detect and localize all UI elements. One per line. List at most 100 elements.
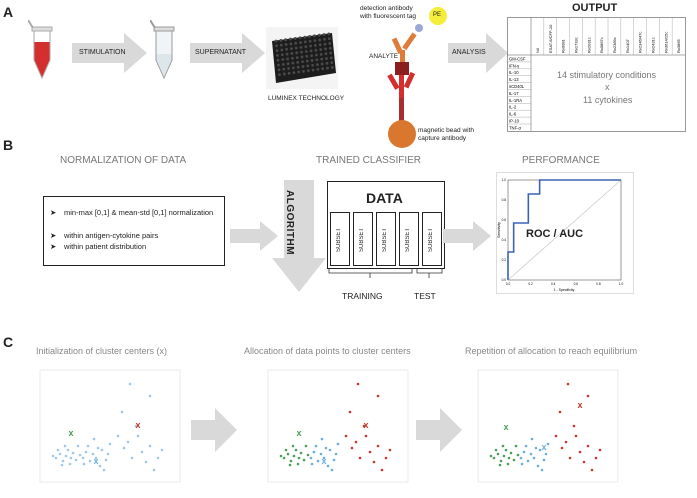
plate-well — [282, 67, 286, 71]
roc-x-tick: 0.4 — [551, 282, 556, 286]
plate-well — [308, 39, 312, 43]
data-point — [92, 437, 96, 441]
bead-label-2: capture antibody — [418, 135, 467, 142]
data-point-green — [282, 456, 286, 460]
data-point-red — [362, 424, 366, 428]
data-point-blue — [334, 452, 338, 456]
data-point-green — [498, 463, 502, 467]
data-point-green — [489, 454, 493, 458]
data-point-green — [284, 448, 288, 452]
roc-x-tick: 0.8 — [596, 282, 601, 286]
data-point-blue — [546, 442, 550, 446]
output-column-header: Rv0867c — [599, 37, 604, 53]
output-row-header: IP-10 — [509, 119, 520, 124]
subset-box: SUBSET — [330, 212, 350, 266]
plate-well — [325, 61, 329, 65]
data-point-green — [506, 462, 510, 466]
subset-label: SUBSET — [428, 228, 434, 253]
data-point — [64, 454, 68, 458]
data-point-green — [509, 451, 513, 455]
data-point-red — [568, 456, 572, 460]
data-point — [156, 456, 160, 460]
data-point-red — [566, 382, 570, 386]
plate-well — [330, 66, 334, 69]
plate-well — [286, 57, 289, 61]
cluster-center-green: x — [503, 422, 508, 432]
plate-well — [308, 35, 311, 38]
data-point-red — [376, 444, 380, 448]
subset-label: SUBSET — [359, 228, 365, 253]
roc-chart: 0.00.00.20.20.40.40.60.60.80.81.01.0 1 -… — [496, 172, 634, 294]
data-point-blue — [320, 437, 324, 441]
data-point — [66, 448, 70, 452]
data-point — [61, 459, 65, 463]
plate-well — [292, 66, 295, 70]
data-point-green — [502, 454, 506, 458]
data-point — [86, 444, 90, 448]
cluster-center-green: x — [296, 428, 301, 438]
data-point-blue — [540, 468, 544, 472]
algorithm-label: ALGORITHM — [284, 190, 295, 256]
plate-well — [295, 51, 299, 55]
plate-well — [328, 46, 332, 50]
data-point-blue — [310, 462, 314, 466]
data-point-green — [292, 454, 296, 458]
plate-well — [299, 45, 303, 49]
subset-label: SUBSET — [405, 228, 411, 253]
data-point — [96, 446, 100, 450]
plate-well — [297, 70, 301, 74]
data-point — [134, 424, 138, 428]
data-point — [144, 460, 148, 464]
arrow-stimulation — [72, 33, 147, 73]
subset-box: SUBSET — [422, 212, 442, 266]
plate-well — [328, 42, 332, 45]
plate-well — [275, 44, 278, 48]
tube-clear-icon — [150, 20, 175, 80]
training-bracket — [328, 268, 443, 278]
plate-well — [281, 62, 285, 66]
plate-well — [290, 47, 293, 51]
data-point-green — [299, 451, 303, 455]
subset-label: SUBSET — [336, 228, 342, 253]
data-point-blue — [312, 450, 316, 454]
data-point — [160, 448, 164, 452]
bullet-3-text: within patient distribution — [64, 242, 147, 251]
step-label-stimulation: STIMULATION — [79, 49, 126, 56]
roc-ylabel: Sensitivity — [497, 222, 501, 238]
plate-well — [296, 61, 300, 64]
roc-diagonal — [507, 179, 622, 281]
data-point-green — [494, 448, 498, 452]
plate-well — [301, 65, 305, 68]
arrow-performance — [443, 221, 491, 251]
output-column-header: ESAT-6/CFP-10 — [548, 24, 553, 53]
roc-y-tick: 0.4 — [502, 238, 507, 242]
roc-x-tick: 1.0 — [619, 282, 624, 286]
plate-well — [294, 46, 298, 50]
data-point — [74, 458, 78, 462]
data-point-blue — [520, 462, 524, 466]
output-note-2: x — [605, 82, 610, 92]
data-point-red — [380, 468, 384, 472]
roc-x-tick: 0.2 — [528, 282, 533, 286]
data-point-green — [496, 452, 500, 456]
data-point-red — [590, 468, 594, 472]
data-point-green — [507, 456, 511, 460]
data-point — [91, 452, 95, 456]
data-point — [100, 448, 104, 452]
data-point-red — [586, 444, 590, 448]
plate-well — [276, 54, 279, 57]
data-point-green — [289, 459, 293, 463]
arrow-cluster-2 — [416, 408, 462, 452]
cluster-center-red: x — [135, 420, 140, 430]
plate-well — [280, 48, 284, 52]
plate-well — [309, 44, 312, 48]
output-note-3: 11 cytokines — [583, 95, 633, 105]
plate-well — [289, 37, 292, 41]
output-row-header: IL-6 — [509, 112, 517, 117]
data-point-blue — [336, 442, 340, 446]
data-point-blue — [330, 468, 334, 472]
output-row-header: IFN-γ — [509, 63, 520, 68]
plate-icon — [266, 27, 338, 89]
data-point — [84, 450, 88, 454]
plate-well — [316, 68, 320, 71]
